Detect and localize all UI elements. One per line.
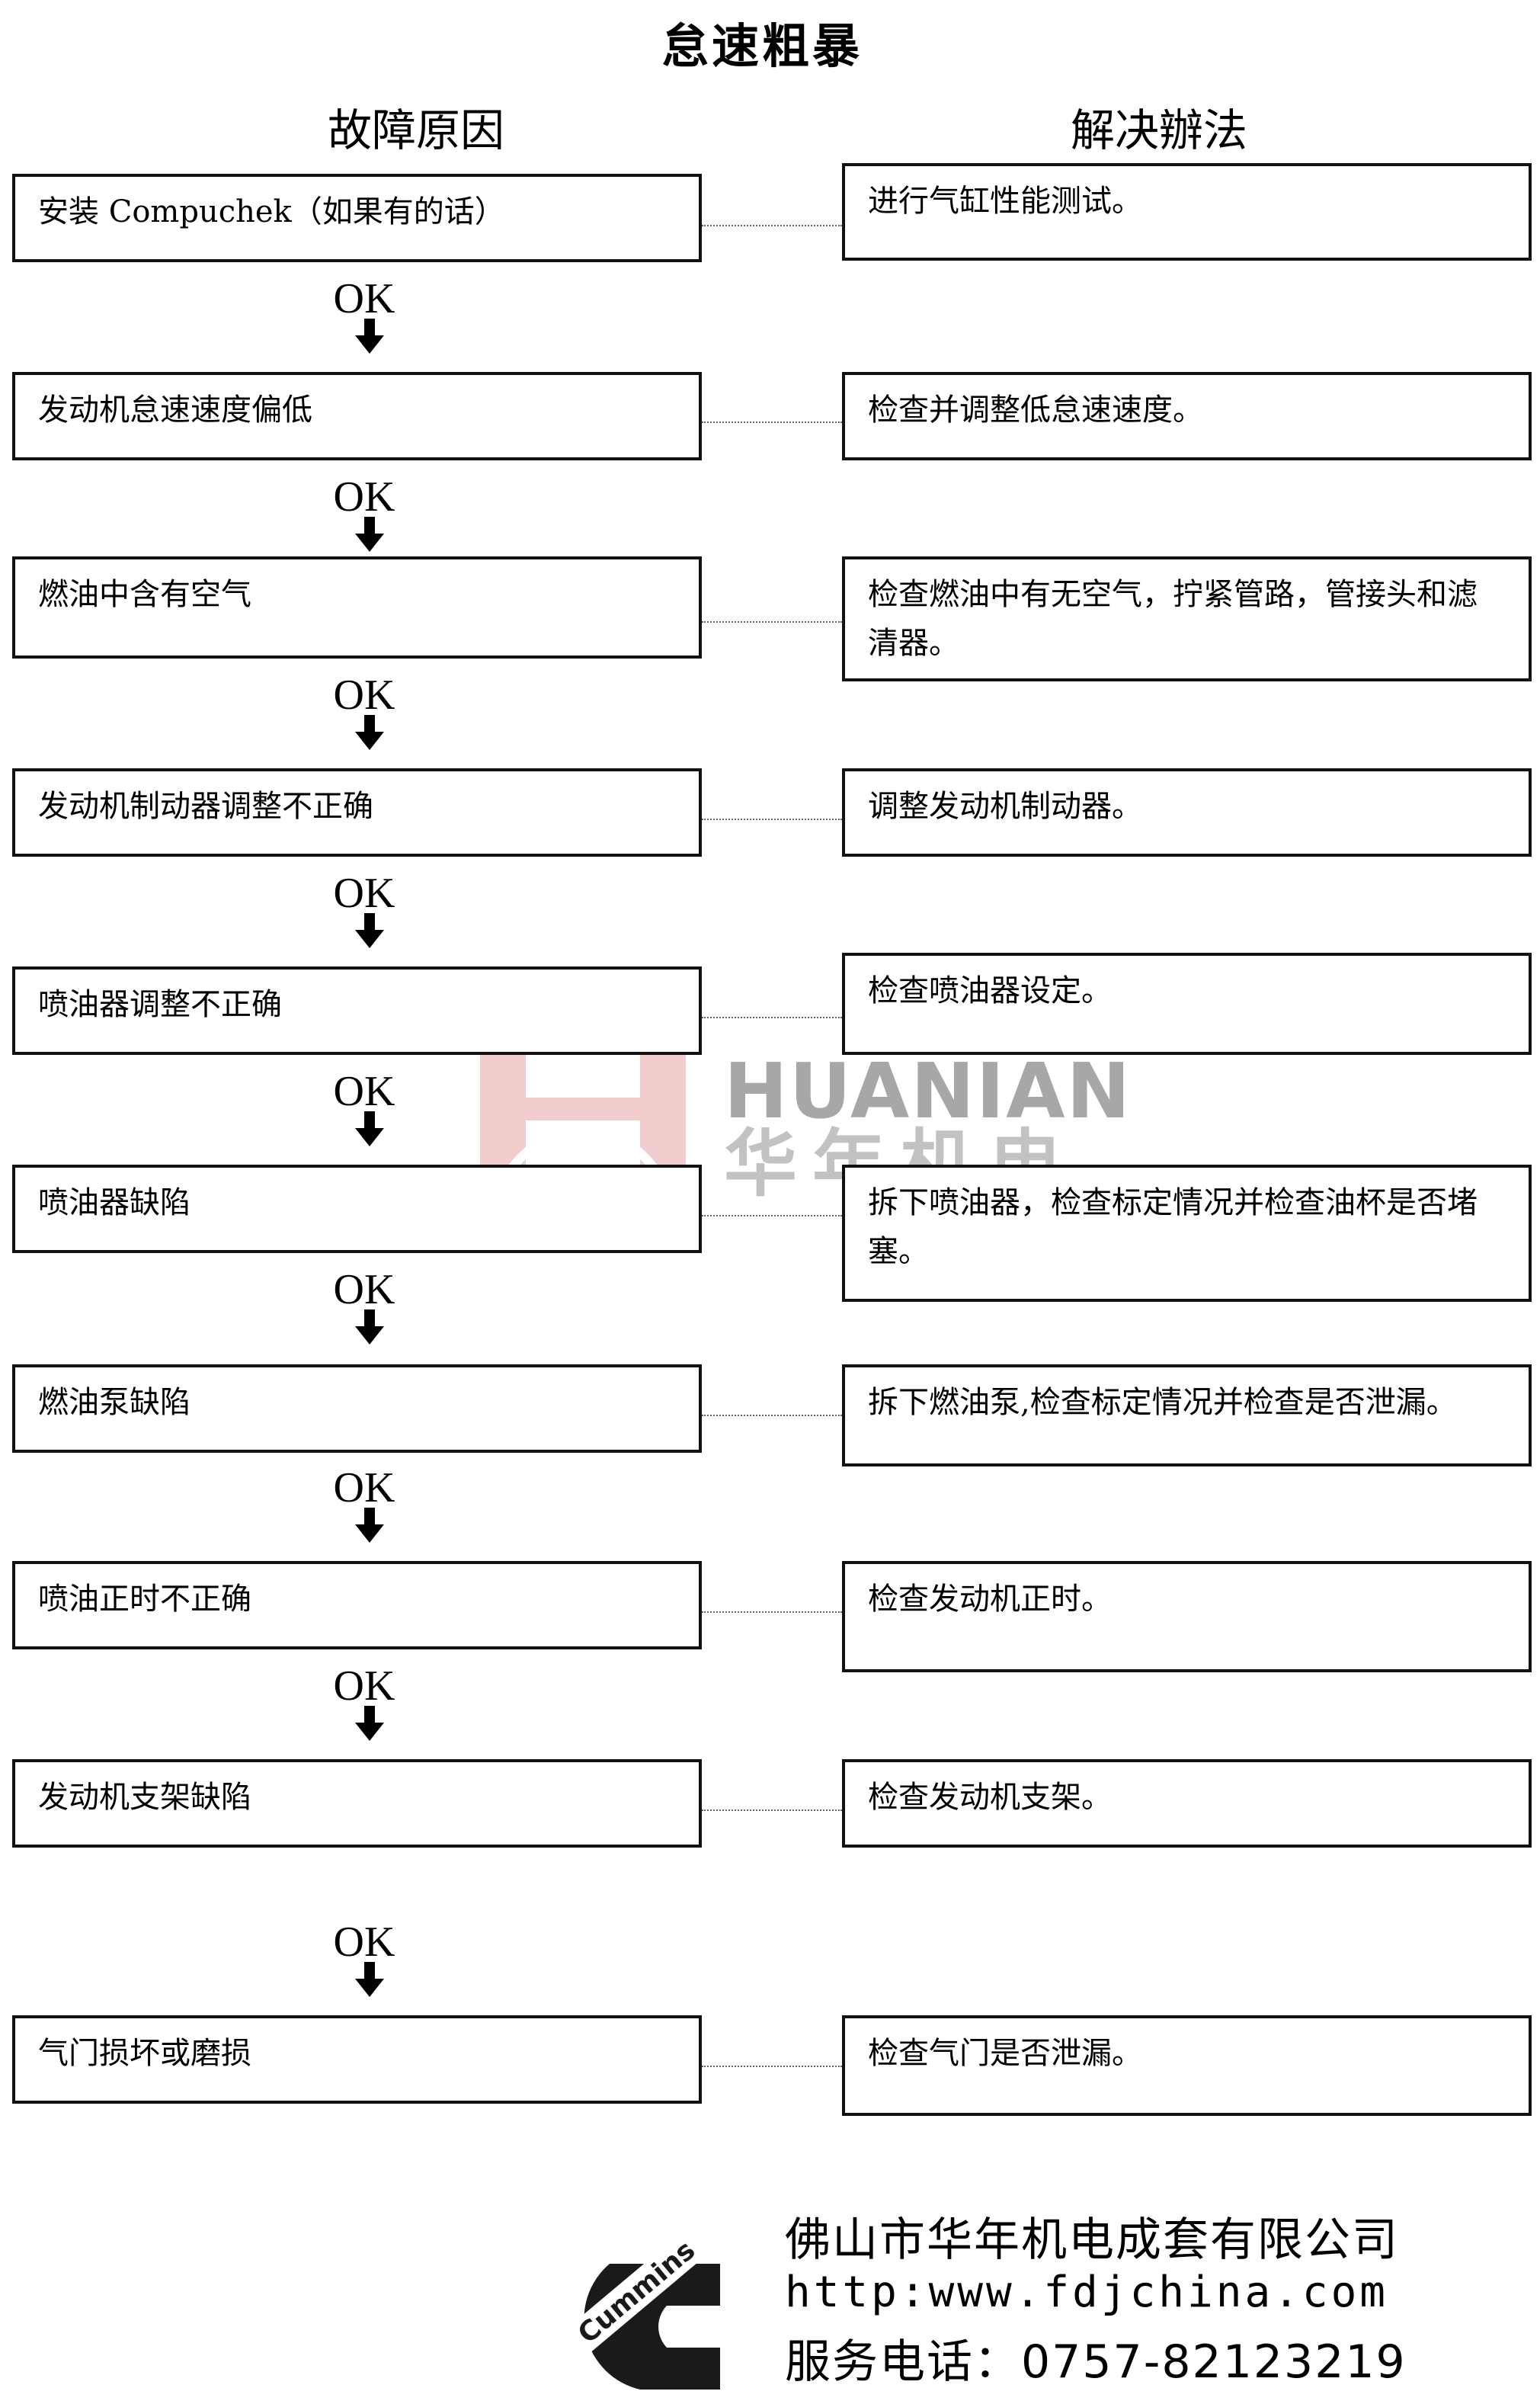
- solution-text: 进行气缸性能测试。: [868, 184, 1142, 219]
- solution-box-7: 拆下燃油泵,检查标定情况并检查是否泄漏。: [842, 1364, 1532, 1466]
- cause-text: 发动机支架缺陷: [38, 1780, 251, 1815]
- ok-label: OK: [333, 1068, 395, 1115]
- connector-line: [702, 621, 842, 623]
- solution-text: 检查气门是否泄漏。: [868, 2036, 1142, 2071]
- down-arrow-icon: [355, 1962, 384, 1997]
- solution-box-3: 检查燃油中有无空气，拧紧管路，管接头和滤清器。: [842, 556, 1532, 681]
- cause-box-2: 发动机怠速速度偏低: [12, 372, 702, 460]
- connector-line: [702, 1017, 842, 1018]
- company-url[interactable]: http:www.fdjchina.com: [785, 2268, 1389, 2317]
- solution-box-9: 检查发动机支架。: [842, 1759, 1532, 1848]
- ok-label: OK: [333, 473, 395, 521]
- cause-box-9: 发动机支架缺陷: [12, 1759, 702, 1848]
- cause-column-header: 故障原因: [328, 104, 505, 156]
- down-arrow-icon: [355, 715, 384, 750]
- cause-text: 燃油中含有空气: [38, 577, 251, 612]
- cummins-logo-icon: Cummins: [568, 2233, 720, 2390]
- solution-box-4: 调整发动机制动器。: [842, 768, 1532, 857]
- cause-box-6: 喷油器缺陷: [12, 1165, 702, 1253]
- solution-box-2: 检查并调整低怠速速度。: [842, 372, 1532, 460]
- solution-box-6: 拆下喷油器，检查标定情况并检查油杯是否堵塞。: [842, 1165, 1532, 1302]
- cause-box-10: 气门损坏或磨损: [12, 2015, 702, 2104]
- cause-text: 发动机怠速速度偏低: [38, 393, 312, 428]
- cause-text: 喷油器缺陷: [38, 1185, 190, 1220]
- solution-text: 调整发动机制动器。: [868, 789, 1142, 824]
- connector-line: [702, 225, 842, 226]
- ok-label: OK: [333, 275, 395, 322]
- cause-text: 喷油正时不正确: [38, 1582, 251, 1617]
- down-arrow-icon: [355, 319, 384, 354]
- down-arrow-icon: [355, 1309, 384, 1345]
- solution-box-5: 检查喷油器设定。: [842, 953, 1532, 1055]
- cause-text: 气门损坏或磨损: [38, 2036, 251, 2071]
- cause-box-5: 喷油器调整不正确: [12, 966, 702, 1055]
- solution-box-10: 检查气门是否泄漏。: [842, 2015, 1532, 2116]
- cause-box-1: 安装 Compuchek（如果有的话）: [12, 174, 702, 262]
- ok-label: OK: [333, 672, 395, 719]
- service-phone: 服务电话：0757-82123219: [785, 2335, 1407, 2389]
- solution-box-1: 进行气缸性能测试。: [842, 163, 1532, 261]
- cause-box-7: 燃油泵缺陷: [12, 1364, 702, 1453]
- down-arrow-icon: [355, 1508, 384, 1543]
- down-arrow-icon: [355, 913, 384, 948]
- down-arrow-icon: [355, 517, 384, 552]
- cause-box-4: 发动机制动器调整不正确: [12, 768, 702, 857]
- solution-box-8: 检查发动机正时。: [842, 1561, 1532, 1672]
- cause-text: 安装 Compuchek（如果有的话）: [38, 194, 505, 229]
- down-arrow-icon: [355, 1706, 384, 1741]
- cause-box-3: 燃油中含有空气: [12, 556, 702, 659]
- solution-text: 检查燃油中有无空气，拧紧管路，管接头和滤清器。: [868, 577, 1478, 661]
- ok-label: OK: [333, 1464, 395, 1511]
- ok-label: OK: [333, 1662, 395, 1710]
- connector-line: [702, 1611, 842, 1613]
- page-title: 怠速粗暴: [661, 18, 863, 74]
- connector-line: [702, 2066, 842, 2067]
- connector-line: [702, 819, 842, 820]
- ok-label: OK: [333, 1266, 395, 1313]
- down-arrow-icon: [355, 1111, 384, 1146]
- company-name: 佛山市华年机电成套有限公司: [785, 2213, 1399, 2267]
- watermark-brand-en: HUANIAN: [724, 1047, 1132, 1136]
- connector-line: [702, 1415, 842, 1416]
- cause-text: 发动机制动器调整不正确: [38, 789, 373, 824]
- connector-line: [702, 1215, 842, 1216]
- solution-text: 拆下喷油器，检查标定情况并检查油杯是否堵塞。: [868, 1185, 1478, 1269]
- connector-line: [702, 1809, 842, 1811]
- solution-text: 拆下燃油泵,检查标定情况并检查是否泄漏。: [868, 1385, 1457, 1420]
- ok-label: OK: [333, 1918, 395, 1966]
- solution-text: 检查并调整低怠速速度。: [868, 393, 1203, 428]
- cause-text: 燃油泵缺陷: [38, 1385, 190, 1420]
- solution-text: 检查发动机支架。: [868, 1780, 1112, 1815]
- solution-text: 检查发动机正时。: [868, 1582, 1112, 1617]
- solution-text: 检查喷油器设定。: [868, 973, 1112, 1008]
- cause-text: 喷油器调整不正确: [38, 987, 282, 1022]
- solution-column-header: 解决辦法: [1071, 104, 1248, 156]
- connector-line: [702, 422, 842, 423]
- cause-box-8: 喷油正时不正确: [12, 1561, 702, 1649]
- ok-label: OK: [333, 870, 395, 917]
